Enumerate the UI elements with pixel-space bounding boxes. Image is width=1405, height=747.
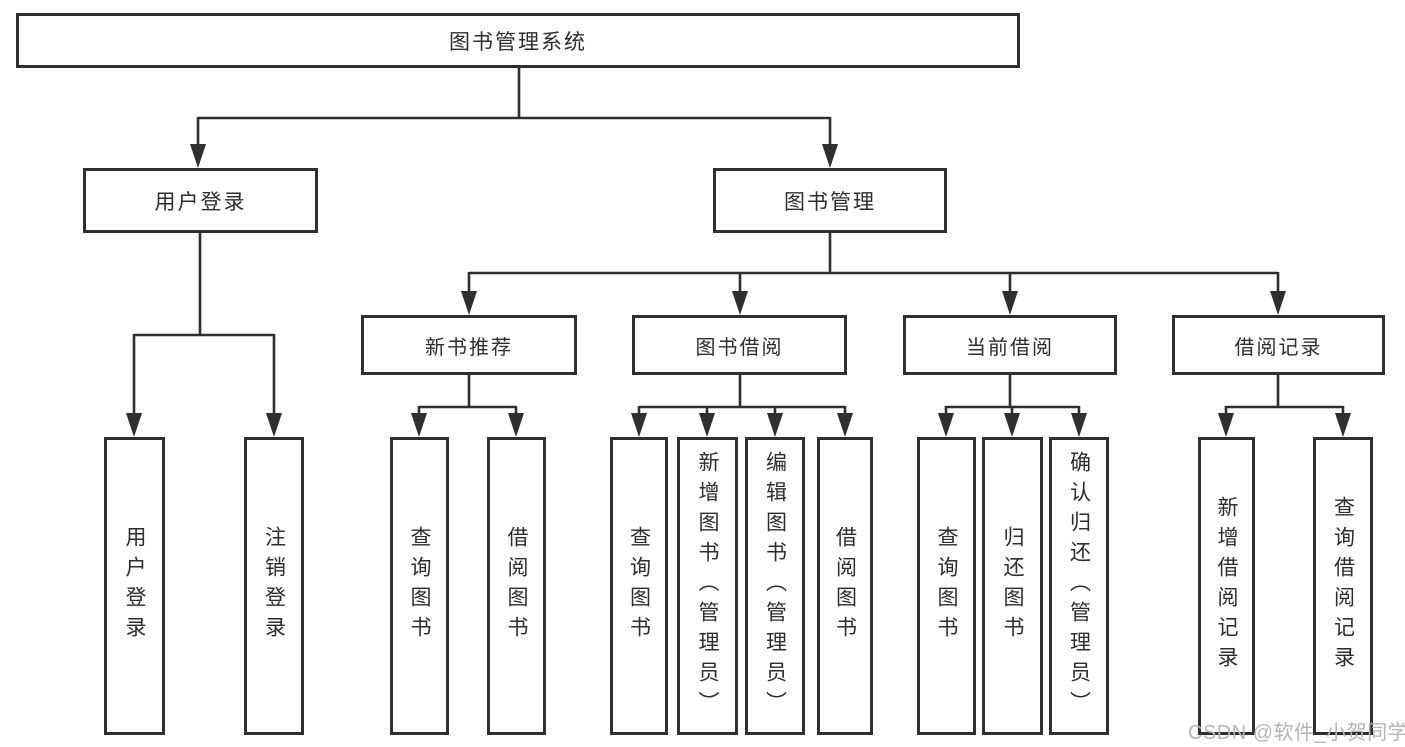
edge-book-management-to-level3 (467, 232, 1280, 293)
node-borrowing-records: 借阅记录 (1172, 315, 1385, 375)
edge-current-borrowing-to-children (944, 374, 1081, 415)
leaf-confirm-return-admin-label: 确认归还（管理员） (1067, 451, 1091, 721)
csdn-watermark: CSDN @软件_小贺同学 (1188, 722, 1405, 744)
node-user-login: 用户登录 (83, 168, 318, 233)
leaf-borrow-books-borrowing-label: 借阅图书 (833, 526, 857, 646)
leaf-edit-books-admin: 编辑图书（管理员） (745, 437, 805, 735)
leaf-query-books-borrowing-label: 查询图书 (627, 526, 651, 646)
edge-root-to-level2 (196, 67, 832, 145)
node-book-borrowing: 图书借阅 (632, 315, 847, 375)
edge-new-book-recommend-to-children (417, 374, 518, 415)
leaf-logout-login: 注销登录 (244, 437, 304, 735)
node-root-system: 图书管理系统 (16, 13, 1020, 68)
leaf-add-books-admin: 新增图书（管理员） (677, 437, 738, 735)
leaf-borrow-books-recommend-label: 借阅图书 (505, 526, 528, 646)
leaf-confirm-return-admin: 确认归还（管理员） (1049, 437, 1109, 735)
edge-book-borrowing-to-children (637, 374, 847, 415)
leaf-query-borrow-record-label: 查询借阅记录 (1331, 496, 1355, 676)
leaf-logout-login-label: 注销登录 (262, 526, 286, 646)
leaf-query-books-current-label: 查询图书 (935, 526, 958, 646)
leaf-add-borrow-record-label: 新增借阅记录 (1215, 496, 1238, 676)
leaf-add-books-admin-label: 新增图书（管理员） (696, 451, 719, 721)
leaf-return-books-label: 归还图书 (1001, 526, 1024, 646)
node-book-management: 图书管理 (713, 168, 947, 233)
leaf-user-login: 用户登录 (104, 437, 165, 735)
leaf-query-borrow-record: 查询借阅记录 (1313, 437, 1373, 735)
node-new-book-recommend: 新书推荐 (361, 315, 577, 375)
edge-borrowing-records-to-children (1224, 374, 1345, 415)
leaf-add-borrow-record: 新增借阅记录 (1198, 437, 1255, 735)
leaf-query-books-recommend: 查询图书 (390, 437, 449, 735)
leaf-edit-books-admin-label: 编辑图书（管理员） (763, 451, 787, 721)
node-current-borrowing: 当前借阅 (903, 315, 1117, 375)
leaf-return-books: 归还图书 (982, 437, 1043, 735)
leaf-user-login-label: 用户登录 (123, 526, 146, 646)
leaf-borrow-books-borrowing: 借阅图书 (817, 437, 873, 735)
edge-user-login-to-children (132, 232, 276, 415)
leaf-query-books-current: 查询图书 (917, 437, 976, 735)
leaf-query-books-borrowing: 查询图书 (610, 437, 668, 735)
leaf-borrow-books-recommend: 借阅图书 (487, 437, 546, 735)
leaf-query-books-recommend-label: 查询图书 (408, 526, 431, 646)
